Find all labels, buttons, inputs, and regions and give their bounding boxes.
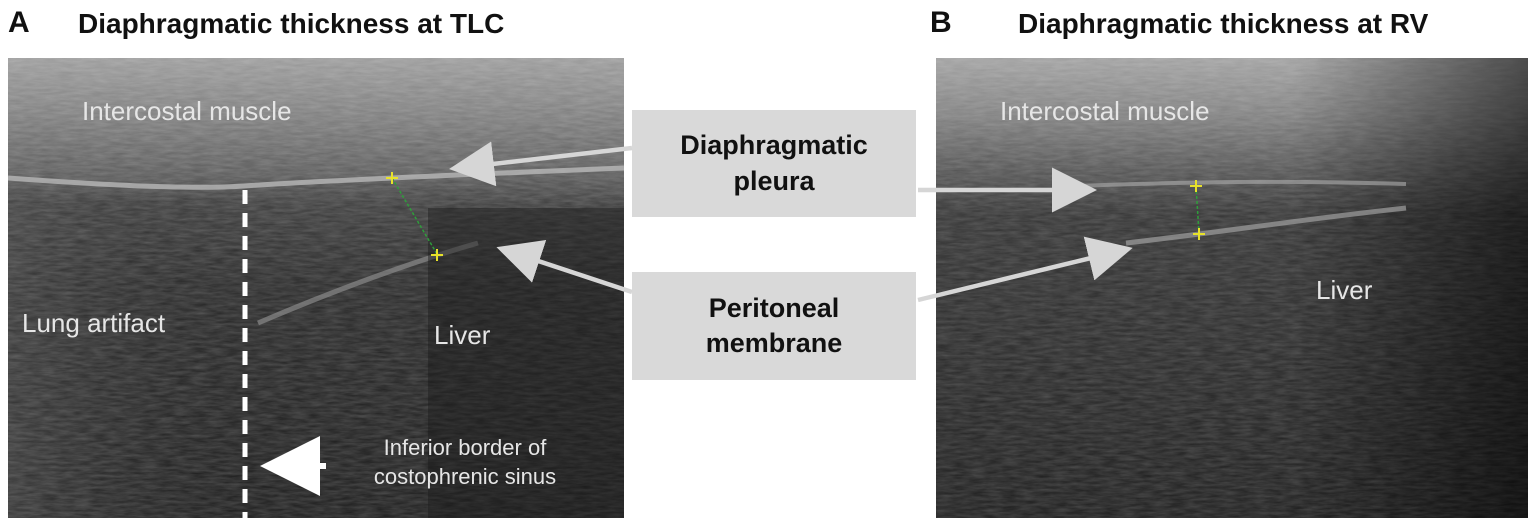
label-intercostal-muscle-b: Intercostal muscle [1000, 96, 1210, 126]
panel-a-letter: A [8, 6, 30, 39]
label-liver-a: Liver [434, 320, 491, 350]
label-lung-artifact: Lung artifact [22, 308, 166, 338]
panel-b-letter: B [930, 6, 952, 39]
panel-a-title: Diaphragmatic thickness at TLC [78, 8, 505, 39]
callout-peritoneal-membrane: Peritoneal membrane [632, 272, 916, 380]
label-intercostal-muscle-a: Intercostal muscle [82, 96, 292, 126]
label-costophrenic-sinus: Inferior border of costophrenic sinus [330, 434, 600, 491]
label-liver-b: Liver [1316, 275, 1373, 305]
label-sinus-line2: costophrenic sinus [373, 463, 557, 489]
callout-pleura-line2: pleura [733, 165, 815, 196]
callout-peritoneal-line2: membrane [705, 328, 843, 358]
label-sinus-line1: Inferior border of [383, 435, 547, 460]
callout-pleura-line1: Diaphragmatic [680, 130, 868, 161]
ultrasound-image-b [936, 58, 1528, 518]
panel-b-title: Diaphragmatic thickness at RV [1018, 8, 1429, 39]
callout-peritoneal-line1: Peritoneal [708, 292, 840, 323]
callout-diaphragmatic-pleura: Diaphragmatic pleura [632, 110, 916, 217]
